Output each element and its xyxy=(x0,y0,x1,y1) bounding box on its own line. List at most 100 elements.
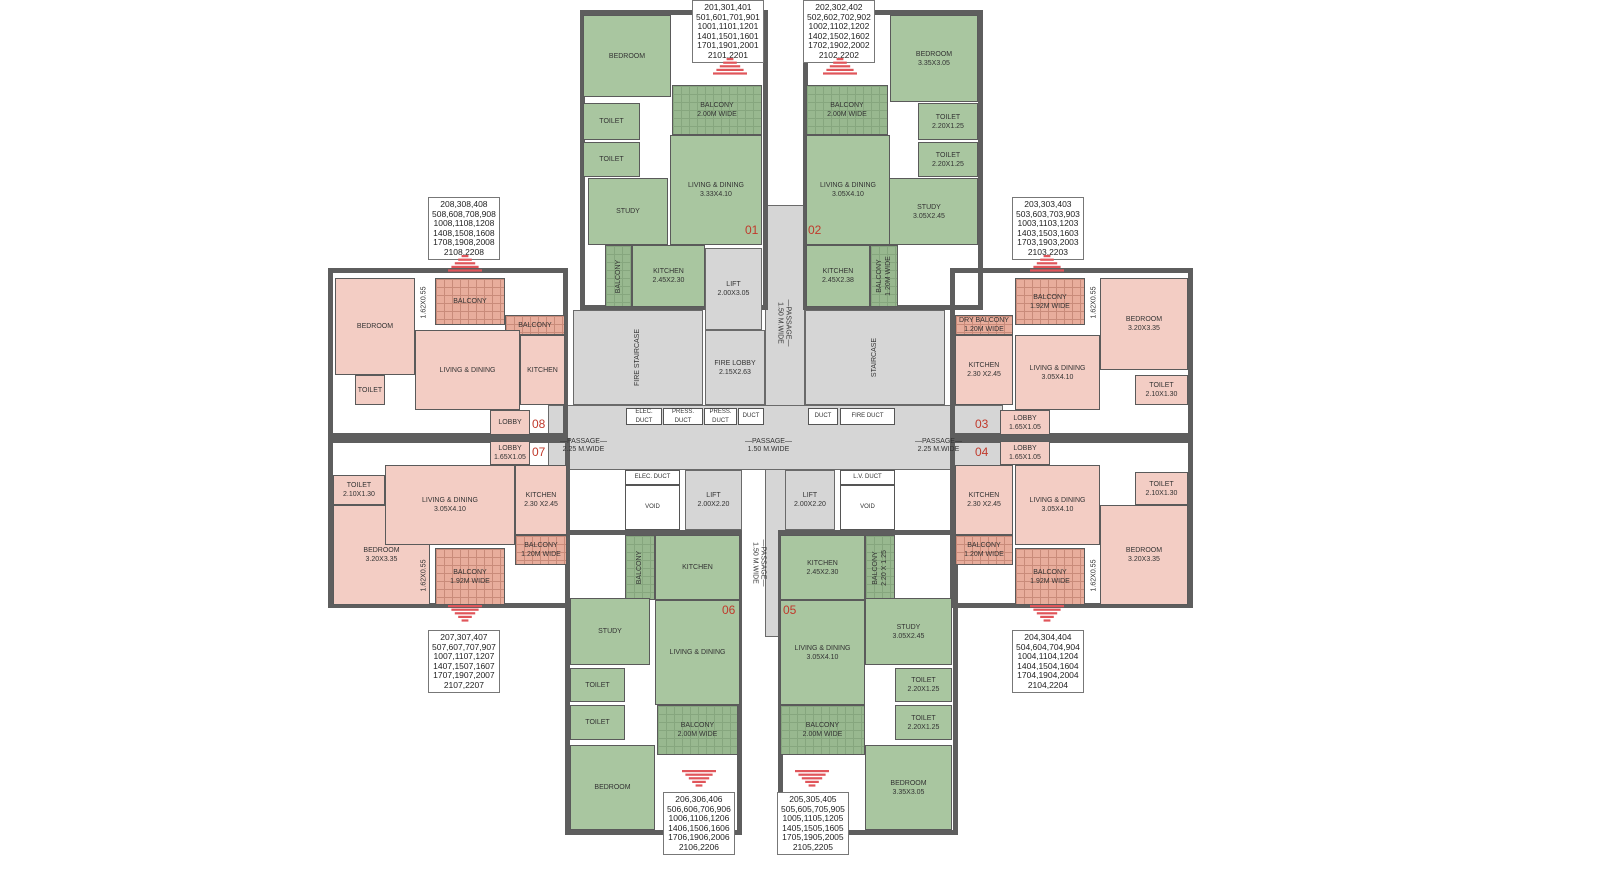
flat-numbers-line: 2108,2208 xyxy=(443,246,484,257)
room-dimension: 1.92M WIDE xyxy=(450,577,490,585)
room-label: BEDROOM xyxy=(609,52,645,61)
passage-name: —PASSAGE— xyxy=(560,438,607,445)
room-label: LIVING & DINING xyxy=(439,366,495,375)
room-name: BALCONY xyxy=(805,722,840,729)
room-label: BALCONY xyxy=(614,259,623,292)
room-name: PRESS. DUCT xyxy=(671,408,694,424)
flat-numbers-line: 1008,1108,1208 xyxy=(433,218,495,228)
corridor-horizontal xyxy=(548,405,1003,470)
room-name: TOILET xyxy=(599,118,624,125)
room-name: LIVING & DINING xyxy=(794,644,851,652)
room-label: DUCT xyxy=(815,412,832,421)
room-dimension: 2.10X1.30 xyxy=(1145,391,1178,398)
room-dimension: 2.00M WIDE xyxy=(827,111,867,118)
room: FIRE DUCT xyxy=(840,408,895,425)
room-name: TOILET xyxy=(911,677,936,684)
room-dimension: 3.33X4.10 xyxy=(700,191,732,198)
direction-arrow-down-icon xyxy=(795,770,829,787)
room-name: LOBBY xyxy=(498,445,522,452)
passage-width: 1.50 M.WIDE xyxy=(751,542,759,584)
room-name: TOILET xyxy=(935,151,961,159)
flat-numbers-line: 203,303,403 xyxy=(1024,199,1072,209)
room-name: BALCONY xyxy=(872,550,879,585)
flat-numbers-line: 1006,1106,1206 xyxy=(668,813,730,823)
room-label: 1.62X0.55 xyxy=(1090,560,1099,592)
room-label: PRESS. DUCT xyxy=(705,408,736,426)
room-label: LOBBY xyxy=(498,418,521,427)
room-dimension: 3.05X2.45 xyxy=(913,212,945,220)
flat-numbers-line: 1704,1904,2004 xyxy=(1017,670,1079,680)
room-name: DUCT xyxy=(814,413,832,419)
room-name: KITCHEN xyxy=(653,268,684,275)
room-dimension: 3.20X3.35 xyxy=(1128,556,1160,563)
flat-numbers-line: 2105,2205 xyxy=(792,841,833,852)
room-label: TOILET xyxy=(585,681,609,690)
room-dimension: 1.62X0.55 xyxy=(420,286,428,318)
unit-number: 05 xyxy=(783,603,797,617)
room-name: ELEC. DUCT xyxy=(635,408,653,424)
room-name: L.V. DUCT xyxy=(853,474,882,480)
room: LIVING & DINING xyxy=(655,600,740,705)
room-label: FIRE STAIRCASE xyxy=(633,329,642,386)
room-name: BALCONY xyxy=(453,568,487,576)
room-dimension: 1.62X0.55 xyxy=(420,559,428,592)
passage-width: 1.50 M.WIDE xyxy=(747,446,790,453)
room-dimension: 3.35X3.05 xyxy=(918,59,950,67)
room-name: STUDY xyxy=(616,208,640,215)
room: STUDY xyxy=(588,178,668,245)
room-dimension: 2.00M WIDE xyxy=(802,731,843,738)
room-label: STUDY xyxy=(598,627,622,636)
room-label: TOILET xyxy=(599,117,623,126)
room: 1.62X0.55 xyxy=(1088,282,1100,322)
room-dimension: 2.20X1.25 xyxy=(932,122,964,130)
room-label: STUDY xyxy=(616,207,640,216)
flat-numbers-line: 206,306,406 xyxy=(675,794,723,804)
room-name: BALCONY xyxy=(1033,568,1067,576)
room-name: DRY BALCONY xyxy=(959,317,1009,324)
room-name: TOILET xyxy=(1149,382,1174,389)
room-name: BEDROOM xyxy=(363,547,400,554)
room-label: 1.62X0.55 xyxy=(420,560,429,592)
room: BALCONY xyxy=(435,278,505,325)
room-dimension: 1.92M WIDE xyxy=(1030,302,1070,310)
room-name: TOILET xyxy=(346,482,372,489)
flat-numbers-line: 502,602,702,902 xyxy=(807,11,871,22)
room-dimension: 1.62X0.55 xyxy=(1090,559,1098,592)
room-label: BALCONY 2.00M WIDE xyxy=(803,721,843,739)
room-label: BALCONY xyxy=(636,551,645,584)
room-name: KITCHEN xyxy=(822,268,854,275)
room-dimension: 2.20X1.25 xyxy=(932,160,964,168)
